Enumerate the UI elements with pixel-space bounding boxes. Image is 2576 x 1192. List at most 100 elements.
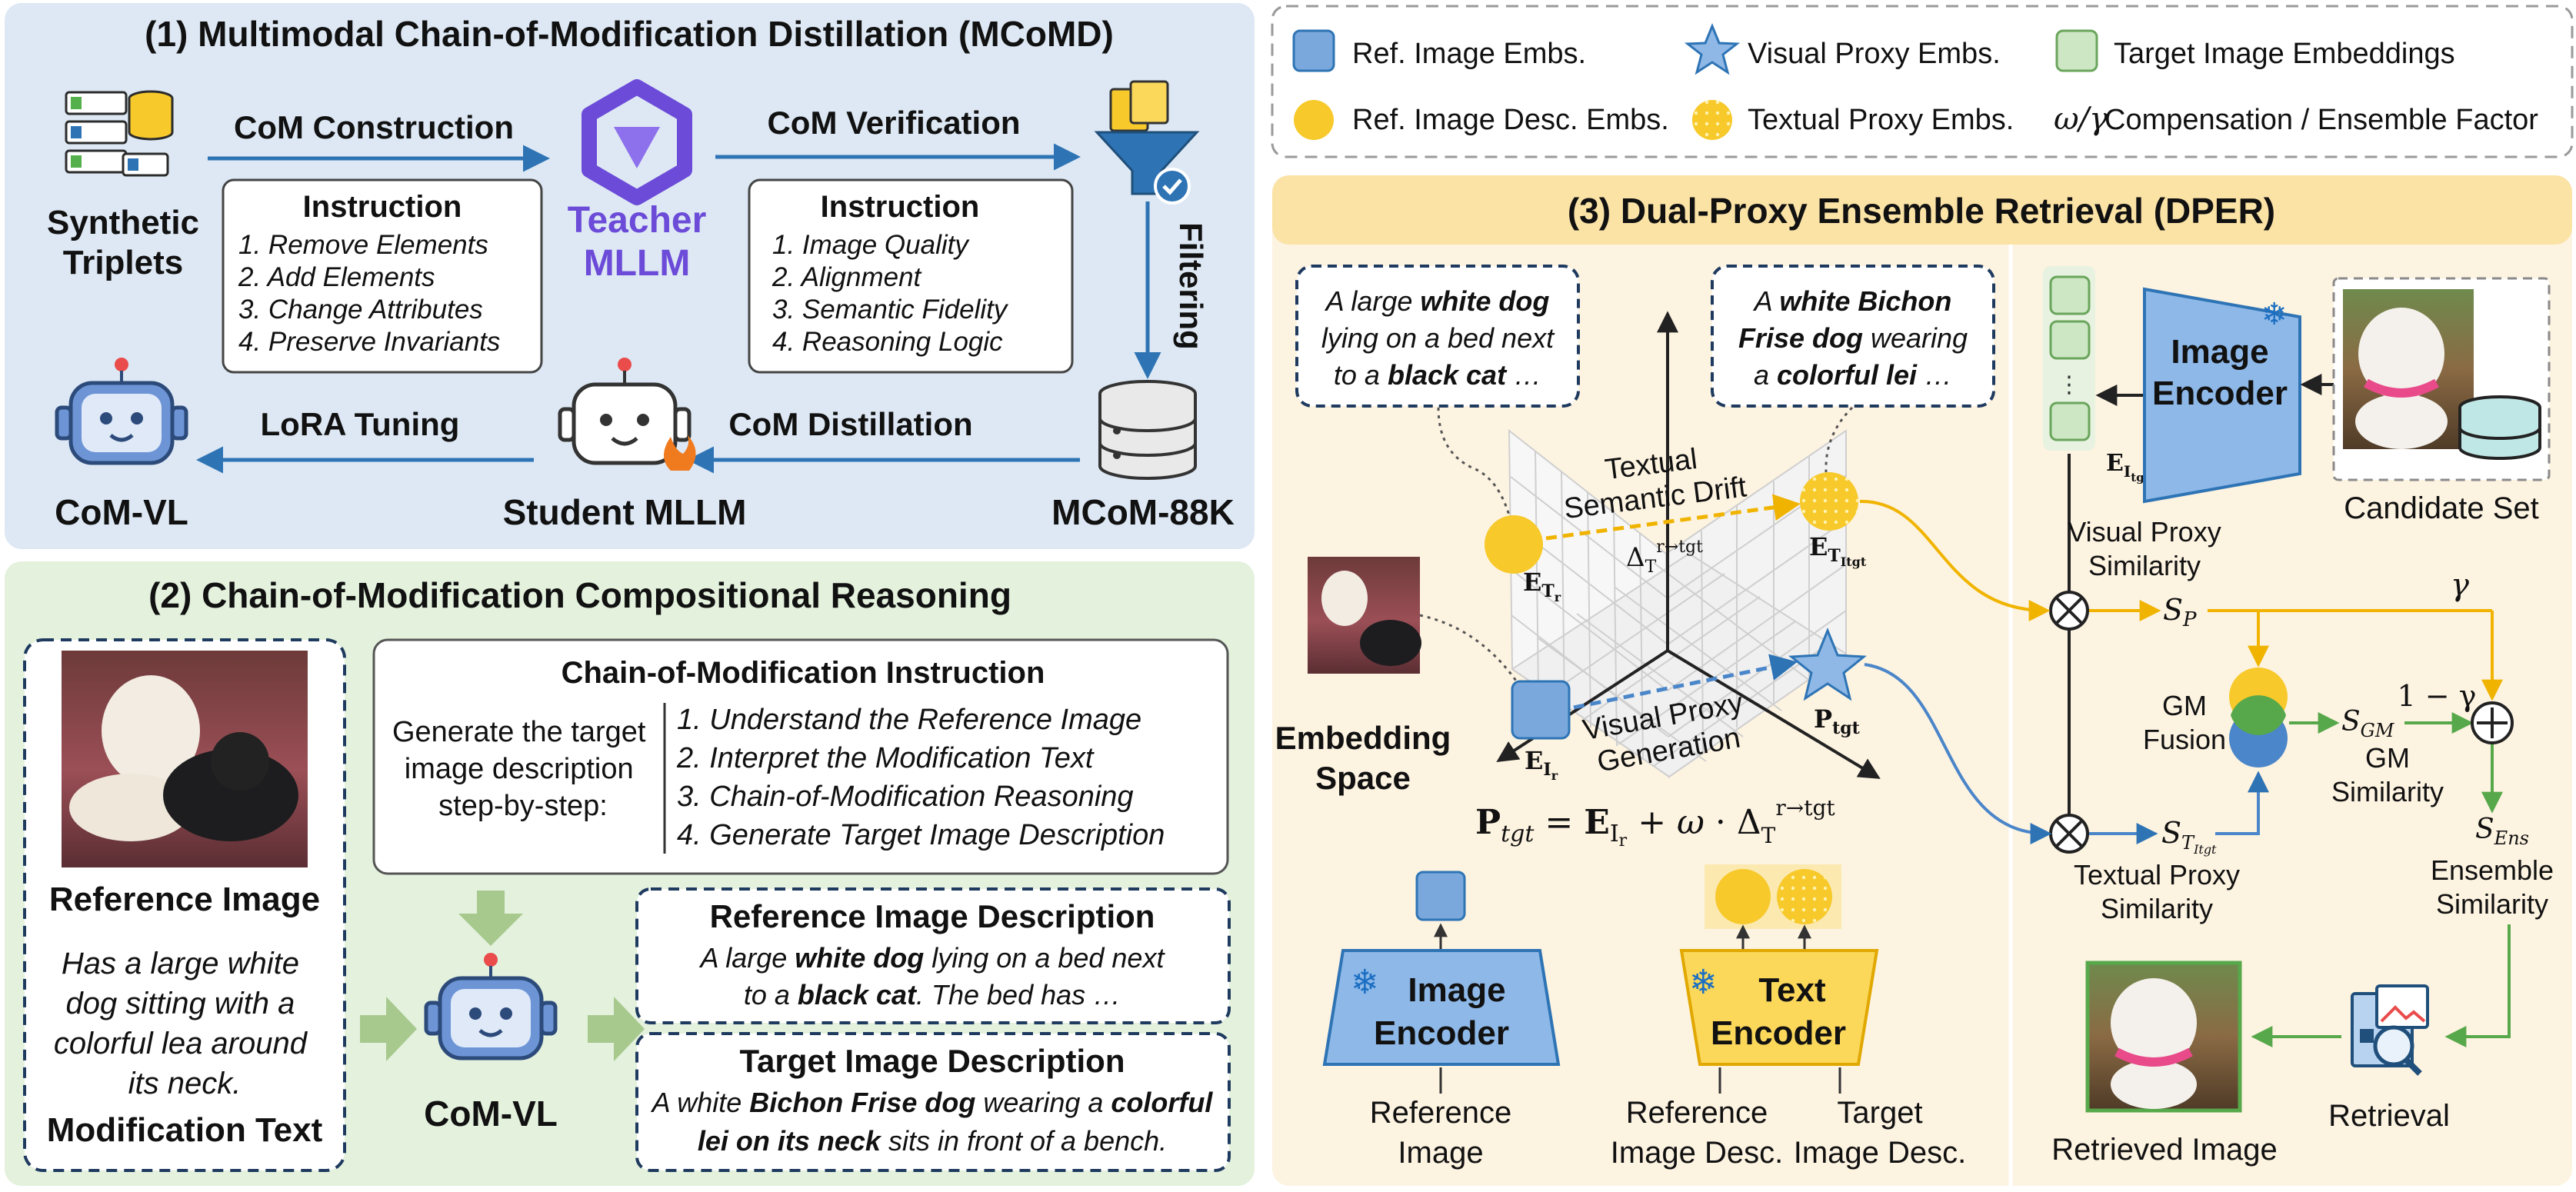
instruction-box-construction: Instruction 1. Remove Elements 2. Add El… xyxy=(222,178,543,374)
legend-visual-proxy-star xyxy=(1684,23,1741,75)
semantic-drift-arrow xyxy=(1545,494,1801,541)
target-desc-embedding-point xyxy=(1800,472,1858,531)
retrieved-image xyxy=(2085,961,2242,1113)
legend-textual-proxy-swatch xyxy=(1692,100,1732,140)
modification-text-label: Modification Text xyxy=(47,1111,323,1149)
target-embedding-stack: ⋮ xyxy=(2043,266,2095,451)
legend-factor-symbol: ω/γ xyxy=(2054,102,2108,137)
com-verification-label: CoM Verification xyxy=(767,105,1020,141)
teacher-logo-icon xyxy=(582,79,692,205)
retrieval-label: Retrieval xyxy=(2328,1099,2450,1133)
ref-image-embedding-point xyxy=(1511,680,1571,740)
svg-text:A white Bichon Frise dog weari: A white Bichon Frise dog wearing a color… xyxy=(651,1087,1214,1118)
visual-proxy-star xyxy=(1788,628,1867,701)
legend-visual-proxy-label: Visual Proxy Embs. xyxy=(1748,38,2001,70)
retrieved-image-label: Retrieved Image xyxy=(2051,1133,2277,1167)
legend-textual-proxy-label: Textual Proxy Embs. xyxy=(1748,104,2014,136)
synthetic-triplets-icon xyxy=(65,90,174,177)
visual-proxy-to-textual-node xyxy=(1864,663,2052,844)
svg-text:1. Image Quality 2. Al: 1. Image Quality 2. Alignment 3. Semanti… xyxy=(771,230,1015,357)
mcomd-title: (1) Multimodal Chain-of-Modification Dis… xyxy=(145,14,1114,54)
instruction-to-model-arrow xyxy=(458,891,523,946)
svg-text:lei on its neck sits in front: lei on its neck sits in front of a bench… xyxy=(698,1125,1167,1157)
comcr-title: (2) Chain-of-Modification Compositional … xyxy=(148,575,1011,615)
legend-target-img-label: Target Image Embeddings xyxy=(2114,38,2455,70)
ensemble-sum-node xyxy=(2471,701,2514,744)
gm-fusion-icon xyxy=(2229,668,2288,767)
svg-text:a colorful lei …: a colorful lei … xyxy=(1754,359,1952,391)
svg-text:Reference Image Description: Reference Image Description xyxy=(710,898,1155,934)
proxy-formula: Ptgt = EIr + ω · ΔTr→tgt xyxy=(1466,787,1835,851)
com-construction-label: CoM Construction xyxy=(234,109,514,145)
svg-text:⋮: ⋮ xyxy=(2058,372,2081,398)
ref-desc-embedding-point xyxy=(1485,515,1543,574)
svg-text:1. Remove Elements 2.: 1. Remove Elements 2. Add Elements 3. Ch… xyxy=(238,230,500,357)
dper-reference-image-thumb xyxy=(1308,557,1421,674)
candidate-set-label: Candidate Set xyxy=(2344,491,2539,525)
svg-text:❄: ❄ xyxy=(1689,964,1718,1001)
target-description-box: Target Image Description A white Bichon … xyxy=(635,1032,1231,1172)
svg-text:A white Bichon: A white Bichon xyxy=(1753,285,1952,317)
svg-text:❄: ❄ xyxy=(2261,298,2288,331)
comvl-robot-icon-2 xyxy=(424,953,558,1060)
svg-text:to a black cat …: to a black cat … xyxy=(1334,359,1541,391)
image-embedding-output xyxy=(1415,871,1466,921)
legend-ref-desc-label: Ref. Image Desc. Embs. xyxy=(1352,104,1669,136)
comvl-robot-icon xyxy=(55,358,188,465)
dataset-label: MCoM-88K xyxy=(1051,492,1235,532)
ref-description-box: Reference Image Description A large whit… xyxy=(635,887,1231,1024)
dper-title: (3) Dual-Proxy Ensemble Retrieval (DPER) xyxy=(1568,191,2275,231)
reference-image xyxy=(62,651,308,867)
com-instruction-box: Chain-of-Modification Instruction Genera… xyxy=(372,638,1229,875)
legend-factor-label: Compensation / Ensemble Factor xyxy=(2104,104,2538,136)
svg-text:Generate the target im: Generate the target image description st… xyxy=(392,716,654,822)
legend-ref-img-label: Ref. Image Embs. xyxy=(1352,38,1586,70)
svg-text:to a black cat. The bed has …: to a black cat. The bed has … xyxy=(744,979,1121,1011)
model-to-output-arrow xyxy=(588,997,645,1061)
text-embedding-outputs xyxy=(1705,864,1841,929)
modification-text: Has a large white dog sitting with a col… xyxy=(54,947,315,1100)
svg-text:A large white dog: A large white dog xyxy=(1325,285,1550,317)
comvl-label-bottom: CoM-VL xyxy=(424,1094,558,1134)
student-mllm-label: Student MLLM xyxy=(503,492,747,532)
retrieval-icon xyxy=(2351,984,2429,1076)
student-robot-icon xyxy=(558,358,696,471)
svg-text:A large white dog lying on a b: A large white dog lying on a bed next xyxy=(699,942,1166,974)
gamma-label: γ xyxy=(2451,568,2469,603)
legend-ref-img-swatch xyxy=(1292,29,1335,72)
comcr-panel: (2) Chain-of-Modification Compositional … xyxy=(5,561,1255,1186)
ref-image-label: Reference Image xyxy=(49,881,320,918)
comvl-label-top: CoM-VL xyxy=(55,492,188,532)
dataset-server-icon xyxy=(1098,380,1197,480)
svg-text:1. Understand the Reference Im: 1. Understand the Reference Image 2. Int… xyxy=(676,704,1165,851)
legend-ref-desc-swatch xyxy=(1294,100,1334,140)
textual-proxy-multiply-node xyxy=(2049,814,2089,854)
svg-text:Ptgt = EIr + ω · ΔTr→tgt: Ptgt = EIr + ω · ΔTr→tgt xyxy=(1475,795,1835,851)
one-minus-gamma-label: 1 − γ xyxy=(2398,679,2477,713)
ensemble-to-retrieval-arrow xyxy=(2444,924,2511,1047)
com-distillation-label: CoM Distillation xyxy=(728,406,972,442)
visual-proxy-multiply-node xyxy=(2049,591,2089,631)
svg-text:❄: ❄ xyxy=(1351,964,1379,1001)
bubble-ref-desc: A large white dog lying on a bed next to… xyxy=(1295,265,1580,408)
lora-tuning-label: LoRA Tuning xyxy=(261,406,460,442)
mcomd-panel: (1) Multimodal Chain-of-Modification Dis… xyxy=(5,3,1255,549)
legend-target-img-swatch xyxy=(2055,29,2098,72)
input-to-model-arrow xyxy=(360,997,417,1061)
legend: Ref. Image Embs. Visual Proxy Embs. Targ… xyxy=(1271,5,2574,158)
instruction-box-verification: Instruction 1. Image Quality 2. Alignmen… xyxy=(748,178,1074,374)
